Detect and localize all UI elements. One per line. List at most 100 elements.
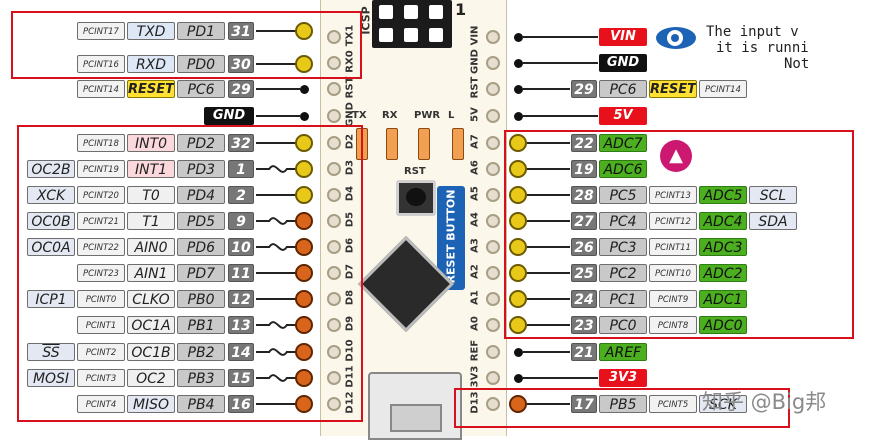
pwm-wave bbox=[256, 213, 300, 229]
port-label: PD1 bbox=[177, 22, 225, 40]
pin-number: 23 bbox=[571, 316, 597, 334]
pin-dot bbox=[509, 212, 527, 230]
header-pad bbox=[327, 109, 341, 123]
wire bbox=[256, 63, 300, 65]
function-label: T0 bbox=[127, 186, 175, 204]
pin-number: 28 bbox=[571, 186, 597, 204]
rst-label: RST bbox=[404, 166, 426, 177]
header-pin-label: VIN bbox=[469, 25, 481, 46]
wire bbox=[527, 168, 570, 170]
header-pin-label: A5 bbox=[469, 186, 481, 201]
adc-label: ADC0 bbox=[699, 316, 747, 334]
pin-number: 15 bbox=[228, 369, 254, 387]
pin-dot bbox=[295, 55, 313, 73]
pin-number: 14 bbox=[228, 343, 254, 361]
header-pin-label: A2 bbox=[469, 264, 481, 279]
pin-number: 12 bbox=[228, 290, 254, 308]
alt-function-label: SCL bbox=[749, 186, 797, 204]
pin-number: 10 bbox=[228, 238, 254, 256]
pin-dot bbox=[300, 85, 309, 94]
power-label: VIN bbox=[599, 28, 647, 46]
header-pin-label: A4 bbox=[469, 212, 481, 227]
pin-dot bbox=[509, 134, 527, 152]
led-label: PWR bbox=[414, 110, 441, 121]
pin-dot bbox=[509, 395, 527, 413]
port-label: PC5 bbox=[599, 186, 647, 204]
pin-number: 25 bbox=[571, 264, 597, 282]
sdot bbox=[514, 348, 523, 357]
header-pin-label: A3 bbox=[469, 238, 481, 253]
alt-function-label: OC2B bbox=[27, 160, 75, 178]
pcint-label: PCINT9 bbox=[649, 290, 697, 308]
header-pad bbox=[486, 188, 500, 202]
header-pin-label: 3V3 bbox=[469, 365, 481, 388]
port-label: PB4 bbox=[177, 395, 225, 413]
sdot bbox=[514, 112, 523, 121]
eye-icon bbox=[656, 27, 696, 49]
wire bbox=[256, 298, 300, 300]
function-label: RESET bbox=[127, 80, 175, 98]
header-pin-label: A6 bbox=[469, 160, 481, 175]
highlight-box-digital bbox=[17, 125, 363, 422]
adc-label: ADC2 bbox=[699, 264, 747, 282]
port-label: PB2 bbox=[177, 343, 225, 361]
pcint-label: PCINT23 bbox=[77, 264, 125, 282]
header-pad bbox=[327, 345, 341, 359]
header-pad bbox=[486, 56, 500, 70]
alt-function-label: MOSI bbox=[27, 369, 75, 387]
power-label: 3V3 bbox=[599, 369, 647, 387]
port-label: PD3 bbox=[177, 160, 225, 178]
header-pad bbox=[486, 397, 500, 411]
sdot bbox=[514, 374, 523, 383]
wire bbox=[527, 220, 570, 222]
header-pin-label: A0 bbox=[469, 316, 481, 331]
pwm-wave bbox=[256, 370, 300, 386]
pcint-label: PCINT11 bbox=[649, 238, 697, 256]
port-label: PC4 bbox=[599, 212, 647, 230]
function-label: TXD bbox=[127, 22, 175, 40]
pin-number: 30 bbox=[228, 55, 254, 73]
header-pad bbox=[327, 292, 341, 306]
pcint-label: PCINT21 bbox=[77, 212, 125, 230]
pin-dot bbox=[509, 186, 527, 204]
header-pad bbox=[486, 292, 500, 306]
sdot bbox=[514, 59, 523, 68]
icsp-pin-one: 1 bbox=[455, 0, 467, 19]
pin-number: 2 bbox=[228, 186, 254, 204]
pin-number: 29 bbox=[228, 80, 254, 98]
port-label: PC1 bbox=[599, 290, 647, 308]
port-label: PB5 bbox=[599, 395, 647, 413]
port-label: PC2 bbox=[599, 264, 647, 282]
header-pad bbox=[486, 240, 500, 254]
pcint-label: PCINT8 bbox=[649, 316, 697, 334]
pcint-label: PCINT20 bbox=[77, 186, 125, 204]
pin-dot bbox=[295, 369, 313, 387]
header-pin-label: A1 bbox=[469, 290, 481, 305]
function-label: T1 bbox=[127, 212, 175, 230]
port-label: ADC6 bbox=[599, 160, 647, 178]
pin-number: 31 bbox=[228, 22, 254, 40]
pcint-label: PCINT16 bbox=[77, 55, 125, 73]
pin-dot bbox=[509, 316, 527, 334]
wire bbox=[256, 30, 300, 32]
pcint-label: PCINT22 bbox=[77, 238, 125, 256]
header-pin-label: A7 bbox=[469, 134, 481, 149]
port-label: PD5 bbox=[177, 212, 225, 230]
pin-dot bbox=[295, 290, 313, 308]
port-label: PD0 bbox=[177, 55, 225, 73]
wire bbox=[523, 36, 598, 38]
alt-function-label: SCK bbox=[699, 395, 747, 413]
led bbox=[452, 128, 464, 160]
function-label: CLKO bbox=[127, 290, 175, 308]
wire bbox=[523, 88, 570, 90]
port-label: PD2 bbox=[177, 134, 225, 152]
reset-label: RESET bbox=[649, 80, 697, 98]
pin-number: 9 bbox=[228, 212, 254, 230]
header-pad bbox=[486, 345, 500, 359]
info-note-line-1: The input v bbox=[706, 24, 799, 40]
header-pad bbox=[486, 266, 500, 280]
wire bbox=[527, 324, 570, 326]
wire bbox=[523, 62, 598, 64]
port-label: ADC7 bbox=[599, 134, 647, 152]
reset-button[interactable] bbox=[396, 180, 436, 216]
